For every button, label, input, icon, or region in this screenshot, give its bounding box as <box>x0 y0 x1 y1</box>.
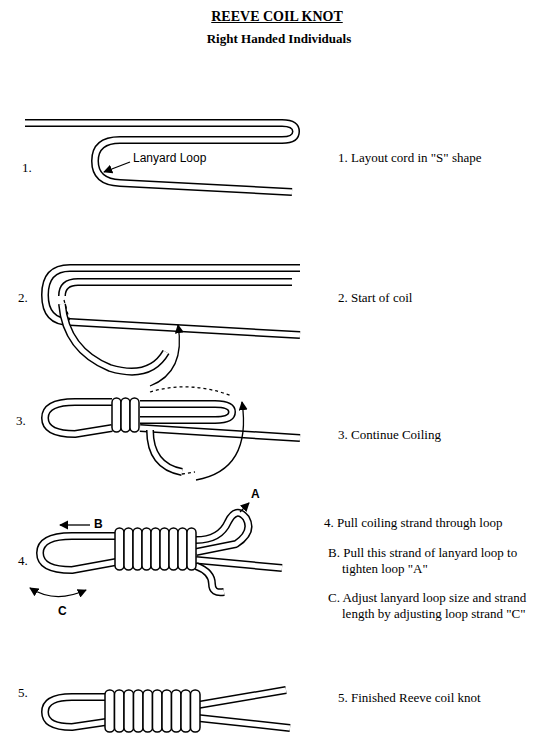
step-text: 5. Finished Reeve coil knot <box>338 690 481 706</box>
step-text: 2. Start of coil <box>338 290 412 306</box>
step-text: B. Pull this strand of lanyard loop to t… <box>328 545 550 578</box>
step-text: 4. Pull coiling strand through loop <box>324 515 550 531</box>
step-text: 3. Continue Coiling <box>338 427 441 443</box>
step-number: 1. <box>22 160 32 176</box>
callout-letter: C <box>58 604 67 619</box>
step-number: 5. <box>18 685 28 701</box>
step-number: 3. <box>16 413 26 429</box>
callout-letter: A <box>251 487 260 502</box>
diagram-title: REEVE COIL KNOT <box>0 8 554 26</box>
subtitle: Right Handed Individuals <box>2 31 554 47</box>
step-text: 1. Layout cord in "S" shape <box>338 150 481 166</box>
step-text: C. Adjust lanyard loop size and strand l… <box>328 590 550 623</box>
step-number: 2. <box>18 290 28 306</box>
step-4-cord <box>30 503 282 597</box>
step-5-knot <box>45 690 290 732</box>
step-1-cord <box>25 123 296 192</box>
step-number: 4. <box>18 553 28 569</box>
part-label: Lanyard Loop <box>133 151 206 166</box>
callout-letter: B <box>94 517 103 532</box>
step-2-cord <box>45 268 300 386</box>
step-3-cord <box>45 387 300 480</box>
